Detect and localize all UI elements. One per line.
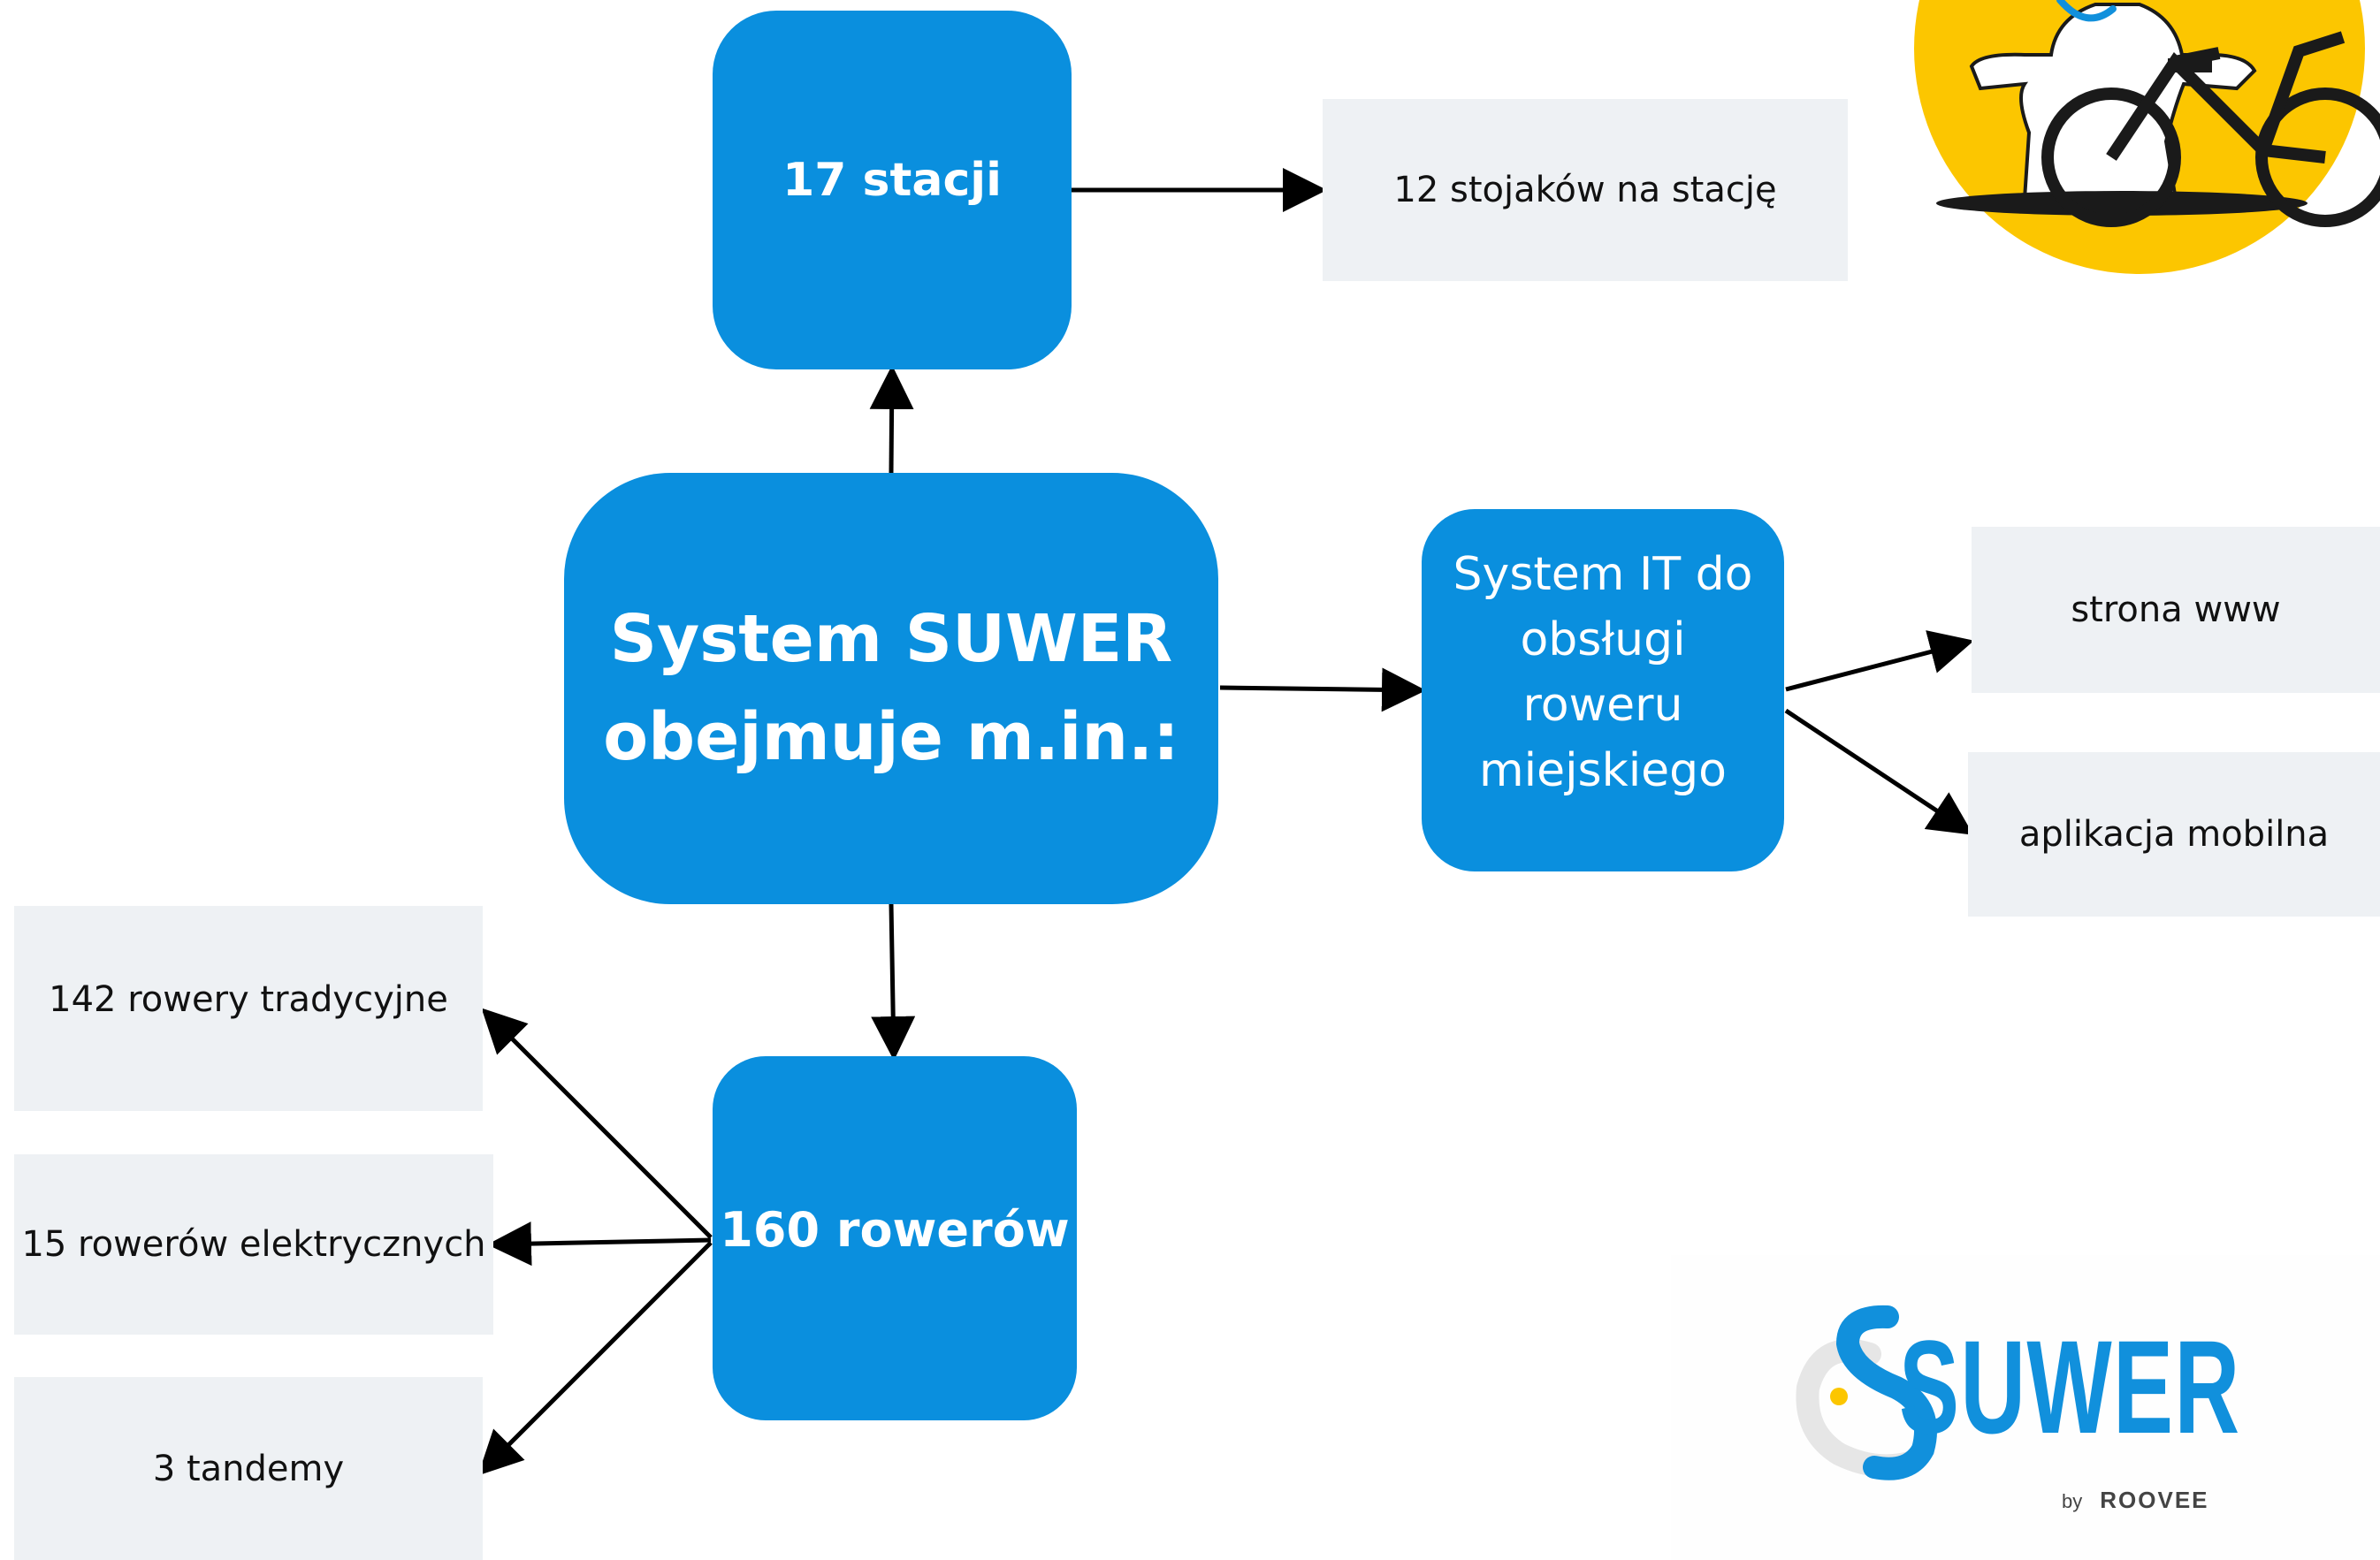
bicycle-icon	[2041, 31, 2380, 227]
traditional-bikes-node-label: 142 rowery tradycyjne	[49, 979, 448, 1020]
arrow-center-to-it	[1219, 667, 1426, 712]
logo-tagline: by ROOVEE	[2062, 1487, 2209, 1514]
arrow-center-to-stations	[869, 365, 914, 474]
racks-node-label: 12 stojaków na stację	[1393, 170, 1777, 210]
arrow-it-to-website	[1785, 630, 1974, 692]
brand-area: SUWER by ROOVEE	[1671, 1255, 2380, 1560]
it-system-node-label: System IT do obsługi roweru miejskiego	[1453, 548, 1753, 797]
logo-tagline-by: by	[2062, 1490, 2083, 1512]
bikes-node: 160 rowerów	[713, 1056, 1077, 1420]
website-node: strona www	[1972, 527, 2380, 693]
arrow-bikes-to-traditional	[481, 1008, 713, 1239]
electric-bikes-node: 15 rowerów elektrycznych	[14, 1154, 493, 1335]
logo-wordmark: SUWER	[1899, 1313, 2241, 1461]
tandems-node: 3 tandemy	[14, 1377, 483, 1560]
traditional-bikes-node: 142 rowery tradycyjne	[14, 906, 483, 1111]
tandems-node-label: 3 tandemy	[152, 1448, 345, 1489]
arrow-bikes-to-tandems	[477, 1241, 713, 1476]
electric-bikes-node-label: 15 rowerów elektrycznych	[21, 1224, 486, 1265]
mobile-app-node: aplikacja mobilna	[1968, 752, 2380, 917]
bikes-node-label: 160 rowerów	[720, 1201, 1070, 1258]
center-node-label: System SUWER obejmuje m.in.:	[603, 601, 1179, 775]
logo-tagline-company: ROOVEE	[2100, 1487, 2209, 1513]
center-node: System SUWER obejmuje m.in.:	[564, 473, 1218, 904]
stations-node: 17 stacji	[713, 11, 1072, 369]
arrow-bikes-to-electric	[487, 1221, 712, 1267]
arrow-it-to-app	[1784, 708, 1974, 835]
suwer-logo	[1796, 1305, 1937, 1480]
mobile-app-node-label: aplikacja mobilna	[2018, 814, 2330, 855]
website-node-label: strona www	[2071, 590, 2281, 630]
it-system-node: System IT do obsługi roweru miejskiego	[1422, 509, 1784, 871]
arrow-center-to-bikes	[871, 903, 916, 1061]
mascot-illustration	[1883, 0, 2380, 283]
stations-node-label: 17 stacji	[782, 154, 1002, 207]
racks-node: 12 stojaków na stację	[1323, 99, 1848, 281]
